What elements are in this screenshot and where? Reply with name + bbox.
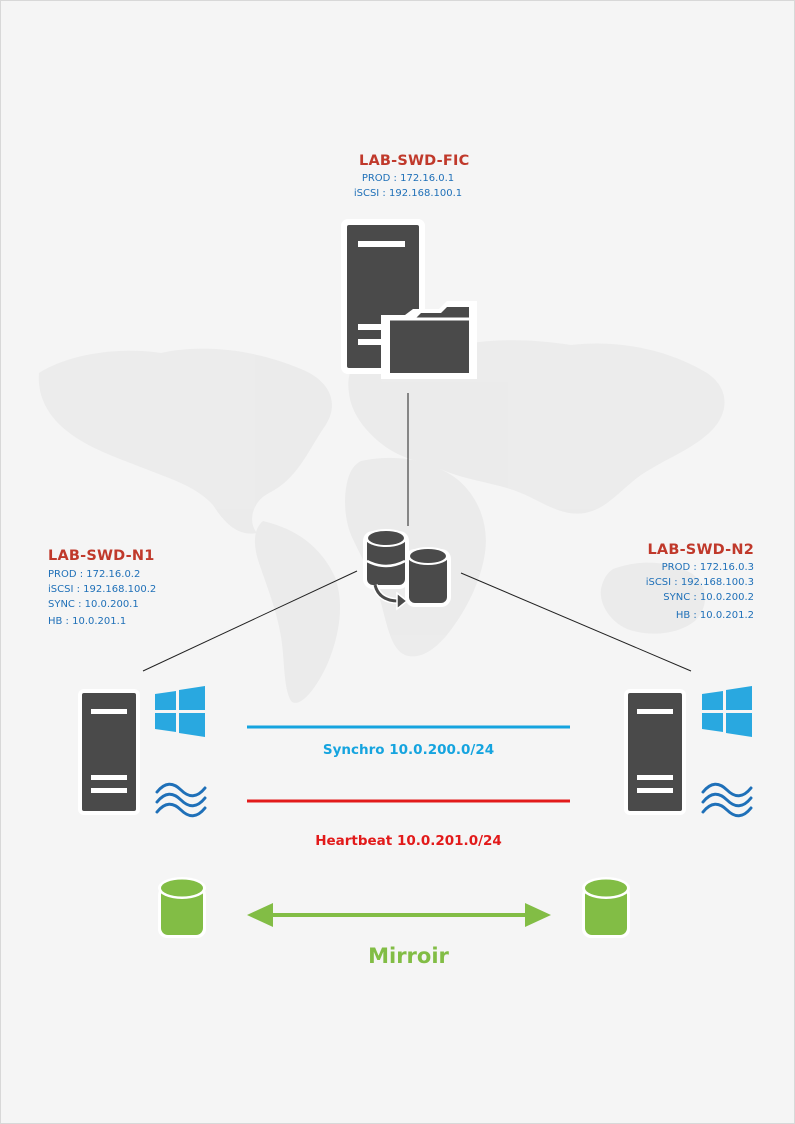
- node-fic-name: LAB-SWD-FIC: [359, 153, 470, 169]
- node-n1-prod: PROD : 172.16.0.2: [48, 569, 141, 580]
- world-map-background: [38, 340, 725, 703]
- node-n2-iscsi: iSCSI : 192.168.100.3: [645, 577, 754, 588]
- node-fic-prod: PROD : 172.16.0.1: [361, 173, 455, 184]
- node-n1-name: LAB-SWD-N1: [48, 548, 155, 564]
- windows-server-n1-icon: [78, 686, 207, 818]
- node-n2-info: PROD : 172.16.0.3 iSCSI : 192.168.100.3 …: [646, 560, 754, 623]
- disk-n1-icon: [158, 877, 206, 938]
- heartbeat-label: Heartbeat 10.0.201.0/24: [315, 833, 502, 849]
- node-n2-hb: HB : 10.0.201.2: [675, 610, 754, 621]
- node-n1-info: PROD : 172.16.0.2 iSCSI : 192.168.100.2 …: [48, 567, 156, 629]
- mirror-arrow: [247, 903, 551, 927]
- mirror-label: Mirroir: [368, 944, 449, 968]
- node-n1-iscsi: iSCSI : 192.168.100.2: [48, 584, 157, 595]
- node-n2-prod: PROD : 172.16.0.3: [661, 562, 754, 573]
- disk-n2-icon: [582, 877, 630, 938]
- synchro-label: Synchro 10.0.200.0/24: [322, 742, 495, 758]
- database-replication-icon: [363, 529, 451, 611]
- node-n2-sync: SYNC : 10.0.200.2: [663, 592, 754, 603]
- link-replication-to-n1: [142, 570, 358, 672]
- windows-server-n2-icon: [624, 686, 753, 818]
- node-n1-sync: SYNC : 10.0.200.1: [48, 599, 139, 610]
- network-links: [142, 393, 692, 672]
- file-server-icon: [341, 219, 477, 379]
- node-n2-name: LAB-SWD-N2: [647, 542, 754, 558]
- node-fic-iscsi: iSCSI : 192.168.100.1: [353, 188, 463, 199]
- node-n1-hb: HB : 10.0.201.1: [48, 616, 127, 627]
- link-replication-to-n2: [460, 572, 692, 672]
- node-fic-info: PROD : 172.16.0.1 iSCSI : 192.168.100.1: [331, 171, 485, 201]
